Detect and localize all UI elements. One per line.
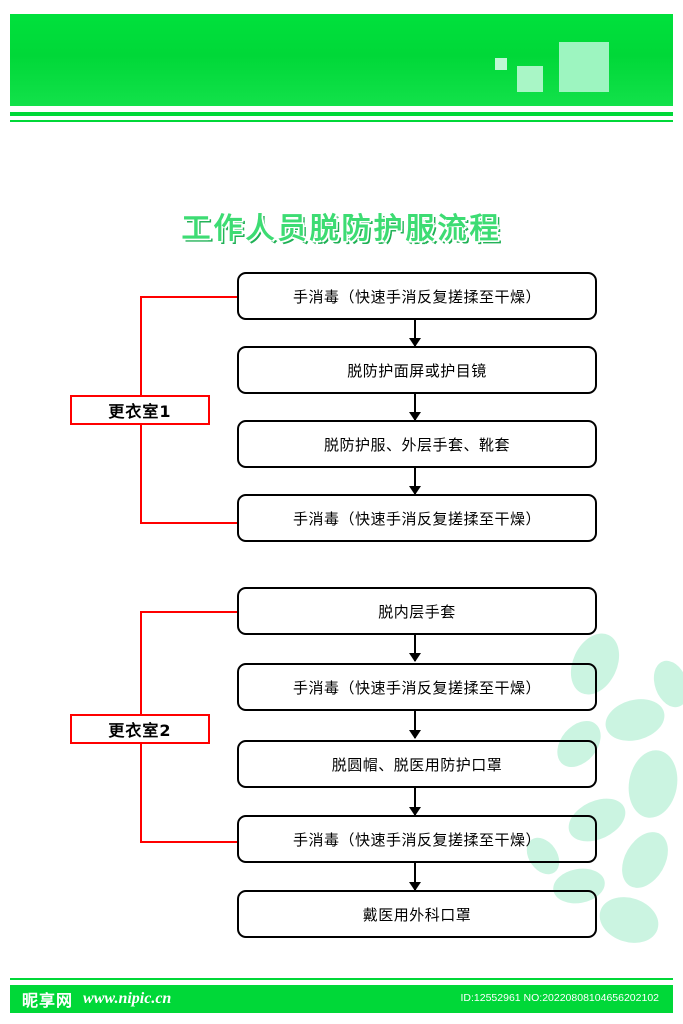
decor-square-large [559,42,609,92]
group2-bracket-bottom [140,841,237,843]
flow-arrow-g1-2 [409,394,421,421]
flow-node-g2-4: 手消毒（快速手消反复搓揉至干燥） [237,815,597,863]
asset-id-text: ID:12552961 NO:20220808104656202102 [460,992,659,1004]
header-divider-thin [10,120,673,122]
header-divider-thick [10,112,673,116]
flow-node-g2-1: 脱内层手套 [237,587,597,635]
flow-node-g1-3: 脱防护服、外层手套、靴套 [237,420,597,468]
flow-node-g2-3: 脱圆帽、脱医用防护口罩 [237,740,597,788]
group1-bracket-bottom [140,522,237,524]
flow-arrow-g1-1 [409,320,421,347]
footer-banner: 昵享网 www.nipic.cn ID:12552961 NO:20220808… [10,985,673,1013]
group2-bracket-top [140,611,237,613]
decor-square-medium [517,66,543,92]
flow-node-g1-2: 脱防护面屏或护目镜 [237,346,597,394]
flow-arrow-g2-1 [409,635,421,662]
room-label-2: 更衣室2 [70,714,210,744]
flow-arrow-g1-3 [409,468,421,495]
decor-square-small [495,58,507,70]
page-title: 工作人员脱防护服流程 [181,211,502,245]
header-decor-squares [487,36,647,96]
flow-arrow-g2-4 [409,863,421,891]
flow-arrow-g2-2 [409,711,421,739]
flow-node-g1-4: 手消毒（快速手消反复搓揉至干燥） [237,494,597,542]
flow-node-g2-2: 手消毒（快速手消反复搓揉至干燥） [237,663,597,711]
site-url: www.nipic.cn [83,990,172,1007]
header-banner [10,14,673,106]
flow-node-g1-1: 手消毒（快速手消反复搓揉至干燥） [237,272,597,320]
group1-bracket-top [140,296,237,298]
room-label-1: 更衣室1 [70,395,210,425]
site-logo: 昵享网 [22,991,74,1010]
flow-node-g2-5: 戴医用外科口罩 [237,890,597,938]
footer-divider [10,978,673,980]
flow-arrow-g2-3 [409,788,421,816]
